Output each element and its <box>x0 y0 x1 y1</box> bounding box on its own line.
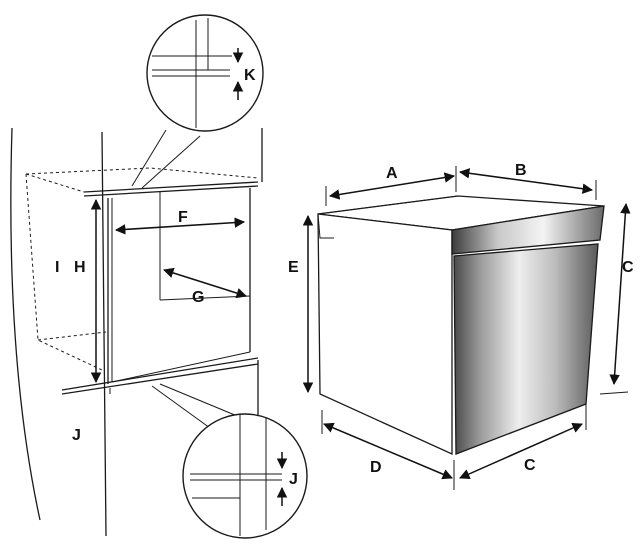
label-i: I <box>55 259 59 276</box>
bottom-shelf-top <box>61 357 259 391</box>
label-j-detail: J <box>289 471 298 488</box>
detail-circle-bottom: J <box>151 383 308 539</box>
niche-dashed-side <box>25 173 103 371</box>
cabinet-left-wall-outer <box>10 127 41 521</box>
label-e: E <box>288 259 299 276</box>
dimension-c-bottom-arrow <box>459 423 583 479</box>
niche-back-floor <box>159 295 251 301</box>
label-b: B <box>515 162 527 179</box>
label-j-wall: J <box>72 427 81 444</box>
label-h: H <box>74 259 86 276</box>
oven-door <box>453 243 599 455</box>
label-k: K <box>244 67 256 84</box>
label-a: A <box>386 165 398 182</box>
dimension-d-arrow <box>323 422 453 480</box>
top-shelf-front <box>83 181 259 193</box>
cabinet-niche: I H F G J <box>10 127 263 537</box>
oven-side <box>317 213 453 456</box>
niche-floor-diagonal <box>111 351 251 383</box>
label-c-side: C <box>622 259 634 276</box>
bottom-shelf-top-2 <box>61 363 259 395</box>
detail-j-circle <box>182 413 308 539</box>
label-d: D <box>370 459 382 476</box>
dimension-c-side-arrow <box>609 202 631 386</box>
top-shelf-front-2 <box>83 185 259 197</box>
dimension-f-arrow <box>114 217 246 235</box>
oven: A B E C D C <box>288 162 634 490</box>
dimension-a-arrow <box>328 172 456 200</box>
detail-k-circle <box>146 14 264 132</box>
label-c-bottom: C <box>524 457 536 474</box>
detail-circle-top: K <box>131 14 264 189</box>
label-g: G <box>192 289 204 306</box>
niche-dashed-top-left <box>25 173 85 193</box>
dimension-b-arrow <box>458 168 594 194</box>
cabinet-left-wall-inner <box>101 131 107 537</box>
control-panel <box>451 205 605 255</box>
label-f: F <box>178 209 188 226</box>
dimension-g-arrow <box>162 267 248 299</box>
